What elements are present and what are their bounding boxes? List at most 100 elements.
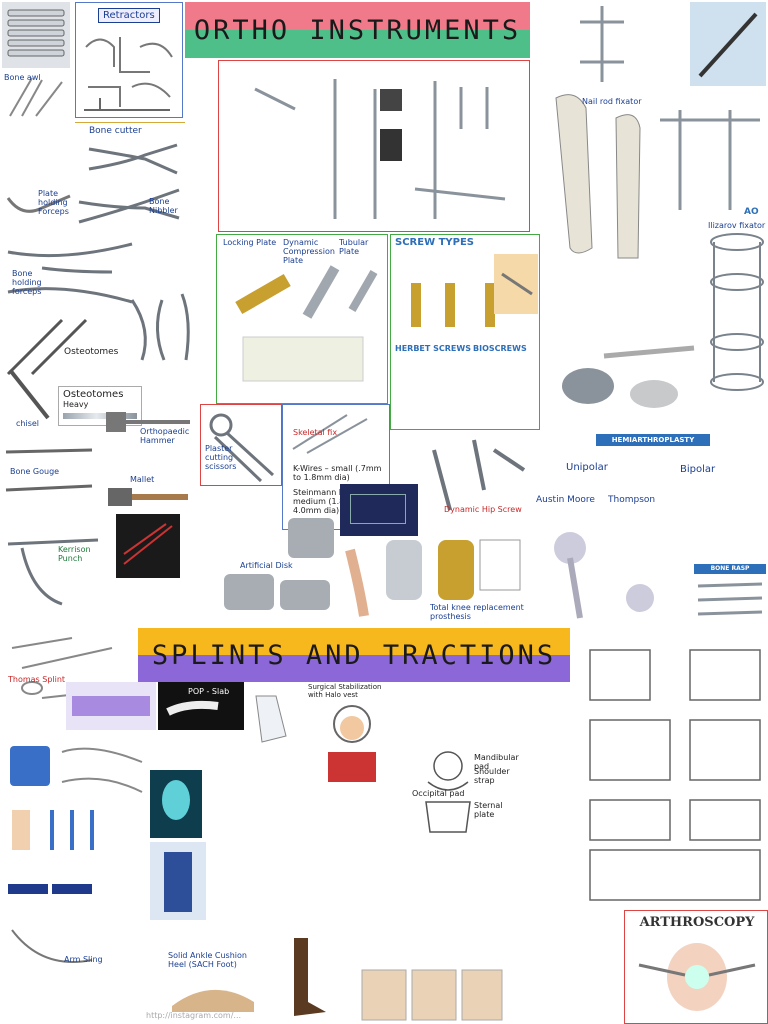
cock-up-splint-panel xyxy=(2,860,102,920)
bone-awl-label: Bone awl xyxy=(4,73,41,82)
plaster-scissors-label: Plaster cutting scissors xyxy=(205,444,237,471)
ilizarov-drawing xyxy=(710,233,764,391)
external-fixator-panel xyxy=(650,90,766,220)
sach-foot-panel: Solid Ankle Cushion Heel (SACH Foot) xyxy=(162,946,262,1022)
tubular-plate-label: Tubular Plate xyxy=(339,238,369,256)
arthroscopy-title: ARTHROSCOPY xyxy=(639,915,755,930)
bone-cutter-drawing xyxy=(88,143,178,175)
pop-slab-panel: POP - Slab xyxy=(158,682,244,730)
bone-gouge-label: Bone Gouge xyxy=(10,467,60,476)
kerrison-punch-drawing xyxy=(7,538,99,606)
artificial-disk-panel: Artificial Disk xyxy=(220,510,338,620)
bone-cutter-label: Bone cutter xyxy=(89,126,142,136)
scissors-drawing xyxy=(209,413,275,483)
fixator-photo xyxy=(690,2,766,86)
mandibular-pad-label: Mandibular pad xyxy=(474,753,519,771)
bone-holding-forceps-drawing xyxy=(7,242,133,304)
brace-panel xyxy=(356,960,506,1024)
chamley-spike-drawing xyxy=(80,88,180,118)
screw-types-header: SCREW TYPES xyxy=(395,237,475,248)
hemiarthroplasty-header: HEMIARTHROPLASTY PROSTHESIS xyxy=(596,434,710,456)
kwires-text: K-Wires – small (.7mm to 1.8mm dia) xyxy=(293,464,382,482)
ilizarov-fixator-panel: Ilizarov fixator xyxy=(706,221,768,406)
bone-gouge-panel: Bone Gouge xyxy=(2,440,100,502)
retractors-label: Retractors xyxy=(98,8,160,23)
bone-holding-forceps-panel: Bone holding forceps xyxy=(2,232,142,312)
orthopedic-hammer-label: Orthopaedic Hammer xyxy=(140,427,190,445)
ilizarov-label: Ilizarov fixator xyxy=(708,221,766,230)
rib-cutter-panel xyxy=(122,280,212,370)
cervical-collar-panel: Mandibular pad Shoulder strap Occipital … xyxy=(412,742,524,838)
pop-slab-label: POP - Slab xyxy=(188,687,230,696)
bone-nibbler-drawing xyxy=(78,188,180,224)
halo-vest-drawing xyxy=(328,705,376,782)
arm-sling-label: Arm Sling xyxy=(64,955,103,964)
scalpel-blades-drawing xyxy=(7,9,65,57)
bone-plates-panel: Locking Plate Dynamic Compression Plate … xyxy=(216,234,388,404)
dynamic-hip-screw-panel: Dynamic Hip Screw xyxy=(414,430,538,516)
sternal-plate-label: Sternal plate xyxy=(474,801,503,819)
plate-holding-forceps-label: Plate holding Forceps xyxy=(38,189,69,216)
bone-rasp-panel: BONE RASP INSTRUMENTS xyxy=(694,564,766,626)
retractors-drawing xyxy=(85,37,173,107)
dynamic-hip-screw-label: Dynamic Hip Screw xyxy=(444,505,522,514)
traction-bed-image xyxy=(66,682,156,730)
plates-drawing xyxy=(235,265,378,382)
femur-fixator-image xyxy=(540,2,684,86)
thomas-splint-label: Thomas Splint xyxy=(8,675,66,684)
mallet-label: Mallet xyxy=(130,475,155,484)
artificial-disk-label: Artificial Disk xyxy=(240,561,293,570)
osteotomes-drawing xyxy=(6,318,88,376)
mallet-handle xyxy=(132,494,188,500)
bone-rasp-header: BONE RASP INSTRUMENTS xyxy=(694,564,766,582)
dcp-label: Dynamic Compression Plate xyxy=(283,238,335,265)
intramedullary-nail-panel xyxy=(218,60,530,232)
unipolar-label: Unipolar xyxy=(566,462,608,473)
austin-moore-label: Austin Moore xyxy=(536,495,595,505)
artificial-disk-drawing xyxy=(224,518,334,610)
bone-nibbler-label: Bone Nibbler xyxy=(149,197,178,215)
bioscrews-label: BIOSCREWS xyxy=(473,344,527,353)
nucleus-forceps-image xyxy=(116,514,180,578)
cervical-collar-drawing xyxy=(425,751,471,833)
acetabular-cage-panel xyxy=(544,342,706,428)
splints-tractions-banner: SPLINTS AND TRACTIONS xyxy=(138,628,570,682)
kerrison-punch-label: Kerrison Punch xyxy=(58,545,91,563)
skeletal-fix-label: Skeletal fix xyxy=(293,428,338,437)
total-knee-label: Total knee replacement prosthesis xyxy=(430,603,524,621)
thompson-label: Thompson xyxy=(608,495,656,505)
herbet-screws-label: HERBET SCREWS xyxy=(395,344,471,353)
kirschner-wire-image xyxy=(340,484,418,536)
osteotomes-heavy-label: Osteotomes xyxy=(63,389,124,400)
osteotomes-heavy-sublabel: Heavy xyxy=(63,400,89,409)
traction-diagrams-right xyxy=(580,630,768,906)
chisel-label: chisel xyxy=(16,419,40,428)
scalpel-blades-image xyxy=(2,2,70,68)
kwires-drawing xyxy=(292,414,368,454)
femur-drawing xyxy=(555,94,641,259)
plate-holding-forceps-panel: Plate holding Forceps xyxy=(2,188,76,228)
halo-vest-panel: Surgical Stabilization with Halo vest xyxy=(306,683,394,792)
plaster-cutting-scissors-panel: Plaster cutting scissors xyxy=(200,404,282,486)
cervical-xray-image xyxy=(150,770,202,838)
ao-label: AO xyxy=(744,207,759,217)
bone-nibbler-panel: Bone Nibbler xyxy=(75,182,185,230)
nail-rod-fixator-panel: Nail rod fixator xyxy=(546,88,648,264)
steinmann-text: Steinmann Pins – medium (1.8mm to 4.0mm … xyxy=(293,488,371,515)
ortho-banner-title: ORTHO INSTRUMENTS xyxy=(193,14,522,46)
nail-rod-fixator-label: Nail rod fixator xyxy=(582,97,642,106)
mallet-head xyxy=(108,488,132,506)
finger-splints-panel xyxy=(2,800,150,860)
retractors-panel: Retractors xyxy=(75,2,183,118)
acetabular-cage-drawing xyxy=(562,345,695,408)
splints-banner-title: SPLINTS AND TRACTIONS xyxy=(151,639,557,671)
osteotomes-label: Osteotomes xyxy=(64,347,119,357)
total-knee-panel: Total knee replacement prosthesis xyxy=(340,530,530,621)
dynamic-hip-screw-drawing xyxy=(432,439,526,511)
kerrison-punch-panel: Kerrison Punch xyxy=(2,524,106,616)
osteotomes-heavy-panel: Osteotomes Heavy xyxy=(58,386,142,426)
mallet-panel: Mallet xyxy=(100,448,196,508)
nail-assembly-drawing xyxy=(254,79,506,219)
total-knee-drawing xyxy=(345,539,521,617)
bone-cutter-panel: Bone cutter xyxy=(75,122,185,182)
